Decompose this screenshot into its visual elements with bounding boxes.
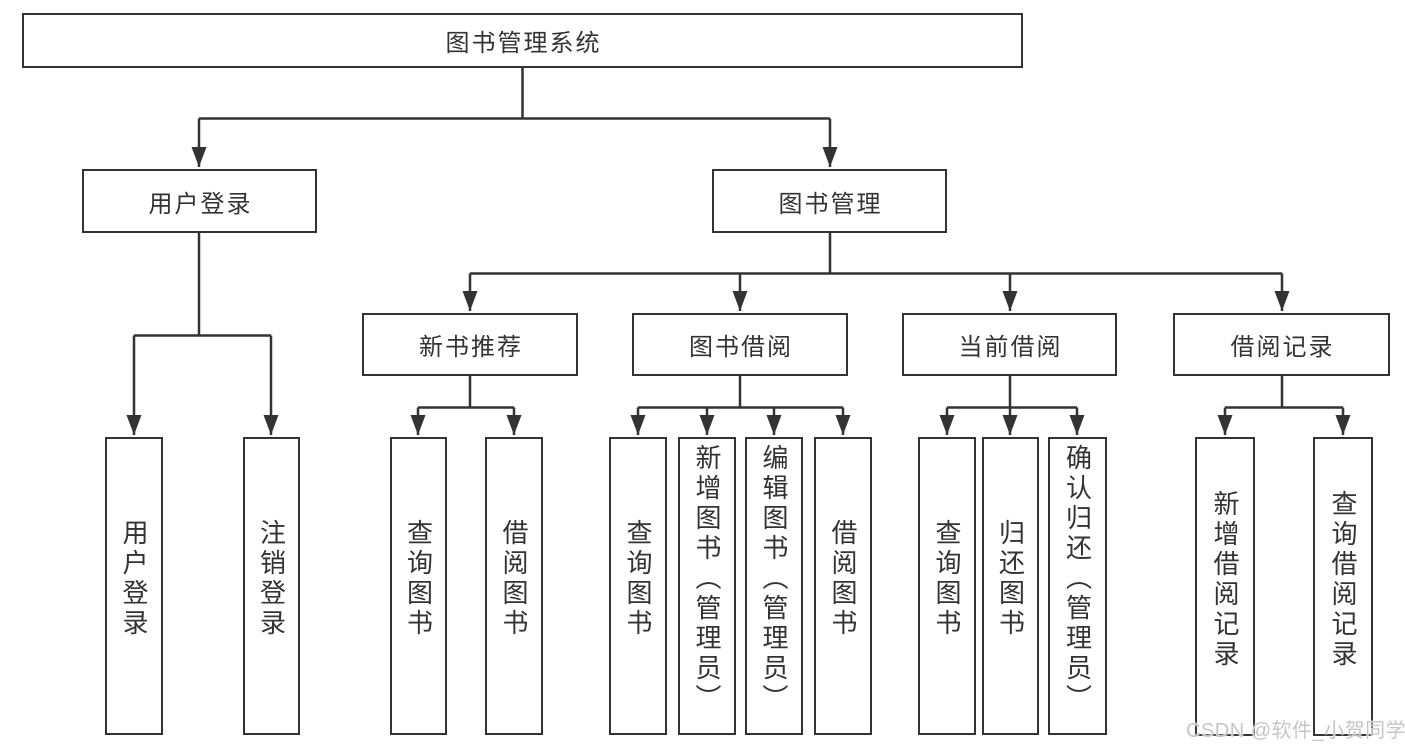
leaf-return-books: 归还图书: [982, 437, 1039, 735]
leaf-query-borrow-record-label: 查询借阅记录: [1328, 489, 1359, 670]
leaf-logout-login-label: 注销登录: [256, 519, 287, 639]
node-current-borrowing: 当前借阅: [902, 313, 1117, 376]
node-user-login-label: 用户登录: [148, 190, 253, 218]
leaf-query-books-recommend: 查询图书: [390, 437, 447, 735]
leaf-add-books-admin: 新增图书（管理员）: [678, 437, 736, 735]
leaf-edit-books-admin: 编辑图书（管理员）: [745, 437, 803, 735]
leaf-logout-login: 注销登录: [243, 437, 300, 735]
leaf-query-books-current: 查询图书: [918, 437, 976, 735]
leaf-borrow-books-recommend-label: 借阅图书: [499, 519, 530, 639]
leaf-query-books-current-label: 查询图书: [932, 519, 963, 639]
node-borrowing-records-label: 借阅记录: [1230, 334, 1335, 361]
node-root-label: 图书管理系统: [445, 30, 602, 57]
csdn-watermark: CSDN @软件_小贺同学: [1186, 720, 1405, 742]
node-new-book-recommend-label: 新书推荐: [419, 334, 523, 361]
leaf-user-login-label: 用户登录: [119, 519, 150, 639]
leaf-borrow-books-borrowing-label: 借阅图书: [828, 519, 859, 639]
node-book-borrowing-label: 图书借阅: [689, 334, 793, 361]
leaf-borrow-books-recommend: 借阅图书: [485, 437, 543, 735]
node-new-book-recommend: 新书推荐: [362, 313, 578, 376]
node-book-borrowing: 图书借阅: [632, 313, 848, 376]
leaf-add-borrow-record: 新增借阅记录: [1195, 437, 1255, 736]
node-book-management-label: 图书管理: [778, 190, 883, 218]
leaf-query-books-recommend-label: 查询图书: [403, 519, 434, 639]
leaf-add-books-admin-label: 新增图书（管理员）: [692, 444, 723, 714]
leaf-confirm-return-admin-label: 确认归还（管理员）: [1062, 444, 1093, 714]
node-borrowing-records: 借阅记录: [1173, 313, 1390, 376]
leaf-return-books-label: 归还图书: [995, 519, 1026, 639]
node-book-management: 图书管理: [712, 169, 947, 233]
leaf-query-borrow-record: 查询借阅记录: [1313, 437, 1373, 736]
leaf-query-books-borrowing-label: 查询图书: [623, 519, 654, 639]
node-current-borrowing-label: 当前借阅: [958, 334, 1063, 361]
leaf-add-borrow-record-label: 新增借阅记录: [1210, 489, 1241, 670]
leaf-borrow-books-borrowing: 借阅图书: [814, 437, 872, 735]
leaf-confirm-return-admin: 确认归还（管理员）: [1048, 437, 1107, 735]
node-root: 图书管理系统: [22, 13, 1023, 68]
leaf-user-login: 用户登录: [105, 437, 163, 735]
node-user-login: 用户登录: [82, 169, 317, 233]
leaf-query-books-borrowing: 查询图书: [609, 437, 667, 735]
leaf-edit-books-admin-label: 编辑图书（管理员）: [759, 444, 790, 714]
